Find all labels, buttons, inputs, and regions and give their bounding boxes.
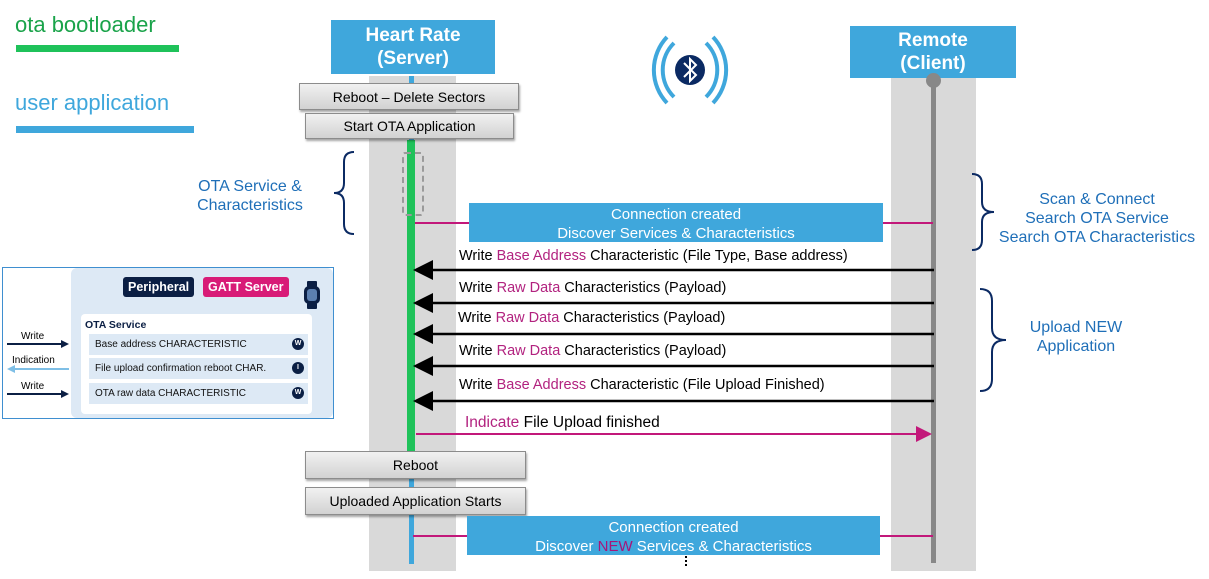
gatt-write-label-1: Write (21, 331, 45, 342)
note-scan-line1: Scan & Connect (1039, 191, 1155, 208)
gatt-row-file-upload-label: File upload confirmation reboot CHAR. (95, 363, 267, 374)
connection2-line-left (413, 535, 468, 537)
message-3-pre: Write (458, 310, 496, 326)
message-2: Write Raw Data Characteristics (Payload) (459, 280, 726, 296)
message-5: Write Base Address Characteristic (File … (459, 377, 825, 393)
gatt-server-tag: GATT Server (203, 277, 289, 297)
step-reboot: Reboot (305, 451, 526, 479)
connection2-box: Connection created Discover NEW Services… (467, 516, 880, 555)
message-4-hl: Raw Data (496, 343, 561, 359)
bluetooth-icon (651, 35, 729, 105)
right-brace-scan (971, 173, 995, 251)
step-start-ota: Start OTA Application (305, 113, 514, 139)
message-1-post: Characteristic (File Type, Base address) (586, 248, 848, 264)
indicate-badge-icon: I (292, 362, 304, 374)
ota-service-title: OTA Service (85, 319, 147, 331)
message-indicate: Indicate File Upload finished (465, 414, 660, 432)
step-uploaded-starts: Uploaded Application Starts (305, 487, 526, 515)
note-ota-service-line2: Characteristics (197, 197, 303, 214)
connection1-line-right (883, 222, 933, 224)
note-scan-line3: Search OTA Characteristics (998, 229, 1196, 246)
message-3-hl: Raw Data (495, 310, 560, 326)
gatt-panel: Peripheral GATT Server OTA Service Base … (2, 267, 334, 419)
gatt-row-base-address-label: Base address CHARACTERISTIC (95, 339, 247, 350)
legend-app-line (16, 126, 194, 133)
left-brace (333, 151, 355, 235)
message-4: Write Raw Data Characteristics (Payload) (459, 343, 726, 359)
client-header-line2: (Client) (900, 53, 966, 74)
client-lifeline-dot (926, 73, 941, 88)
connection2-line2: Discover NEW Services & Characteristics (467, 537, 880, 556)
arrow-right-icon (7, 340, 69, 348)
note-scan-line2: Search OTA Service (1025, 210, 1169, 227)
gatt-row-raw-data: OTA raw data CHARACTERISTIC W (89, 383, 308, 404)
note-upload-line2: Application (1036, 338, 1116, 355)
message-5-post: Characteristic (File Upload Finished) (586, 377, 825, 393)
note-upload-line1: Upload NEW (1029, 319, 1123, 336)
legend-bootloader-label: ota bootloader (15, 12, 156, 37)
note-upload-new: Upload NEW Application (1016, 318, 1136, 356)
connection2-line-right (880, 535, 933, 537)
note-ota-service-line1: OTA Service & (198, 178, 302, 195)
server-bootloader-line (407, 140, 415, 452)
gatt-row-raw-data-label: OTA raw data CHARACTERISTIC (95, 388, 246, 399)
peripheral-tag: Peripheral (123, 277, 195, 297)
message-4-pre: Write (459, 343, 497, 359)
message-arrows (413, 260, 934, 442)
legend-app-label: user application (15, 90, 170, 115)
legend-bootloader-line (16, 45, 179, 52)
message-1: Write Base Address Characteristic (File … (459, 248, 848, 264)
watch-icon (304, 281, 320, 309)
server-header-line2: (Server) (377, 48, 449, 69)
message-indicate-post: File Upload finished (519, 414, 660, 431)
connection1-line-left (415, 222, 470, 224)
gatt-write-label-2: Write (21, 381, 45, 392)
connection1-line1: Connection created (610, 206, 742, 223)
server-header-line1: Heart Rate (365, 25, 461, 46)
server-header: Heart Rate (Server) (331, 20, 495, 74)
gatt-row-file-upload: File upload confirmation reboot CHAR. I (89, 358, 308, 379)
write-badge-icon: W (292, 338, 304, 350)
arrow-left-icon (7, 365, 69, 373)
connection1-box: Connection created Discover Services & C… (469, 203, 883, 242)
connection1-line2: Discover Services & Characteristics (557, 225, 795, 242)
note-scan-connect: Scan & Connect Search OTA Service Search… (990, 190, 1204, 247)
client-header: Remote (Client) (850, 26, 1016, 78)
message-5-hl: Base Address (496, 377, 587, 393)
message-1-hl: Base Address (496, 248, 587, 264)
connection2-post: Services & Characteristics (632, 538, 812, 555)
step-reboot-delete: Reboot – Delete Sectors (299, 83, 519, 110)
right-brace-upload (979, 288, 1007, 392)
client-lifeline (931, 80, 936, 563)
continuation-dots (685, 556, 689, 566)
dashed-marker (402, 152, 424, 216)
arrow-right-icon (7, 390, 69, 398)
note-ota-service: OTA Service & Characteristics (190, 177, 310, 215)
gatt-row-base-address: Base address CHARACTERISTIC W (89, 334, 308, 355)
message-indicate-hl: Indicate (465, 414, 520, 431)
connection2-hl: NEW (597, 538, 633, 555)
message-1-pre: Write (459, 248, 497, 264)
write-badge-icon: W (292, 387, 304, 399)
message-5-pre: Write (459, 377, 497, 393)
connection2-pre: Discover (535, 538, 598, 555)
message-2-pre: Write (459, 280, 497, 296)
message-4-post: Characteristics (Payload) (560, 343, 727, 359)
message-2-hl: Raw Data (496, 280, 561, 296)
gatt-indication-label: Indication (12, 355, 55, 366)
message-3: Write Raw Data Characteristics (Payload) (458, 310, 725, 326)
message-2-post: Characteristics (Payload) (560, 280, 727, 296)
message-3-post: Characteristics (Payload) (559, 310, 726, 326)
connection2-line1: Connection created (608, 519, 739, 536)
client-header-line1: Remote (898, 30, 968, 51)
